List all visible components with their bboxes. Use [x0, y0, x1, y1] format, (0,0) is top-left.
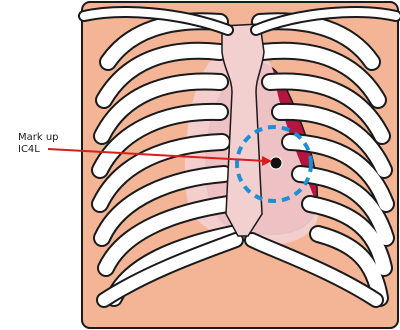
target-dot — [270, 157, 282, 169]
annotation-line-1: Mark up — [18, 132, 59, 144]
annotation-label: Mark up IC4L — [18, 132, 59, 156]
annotation-line-2: IC4L — [18, 144, 59, 156]
